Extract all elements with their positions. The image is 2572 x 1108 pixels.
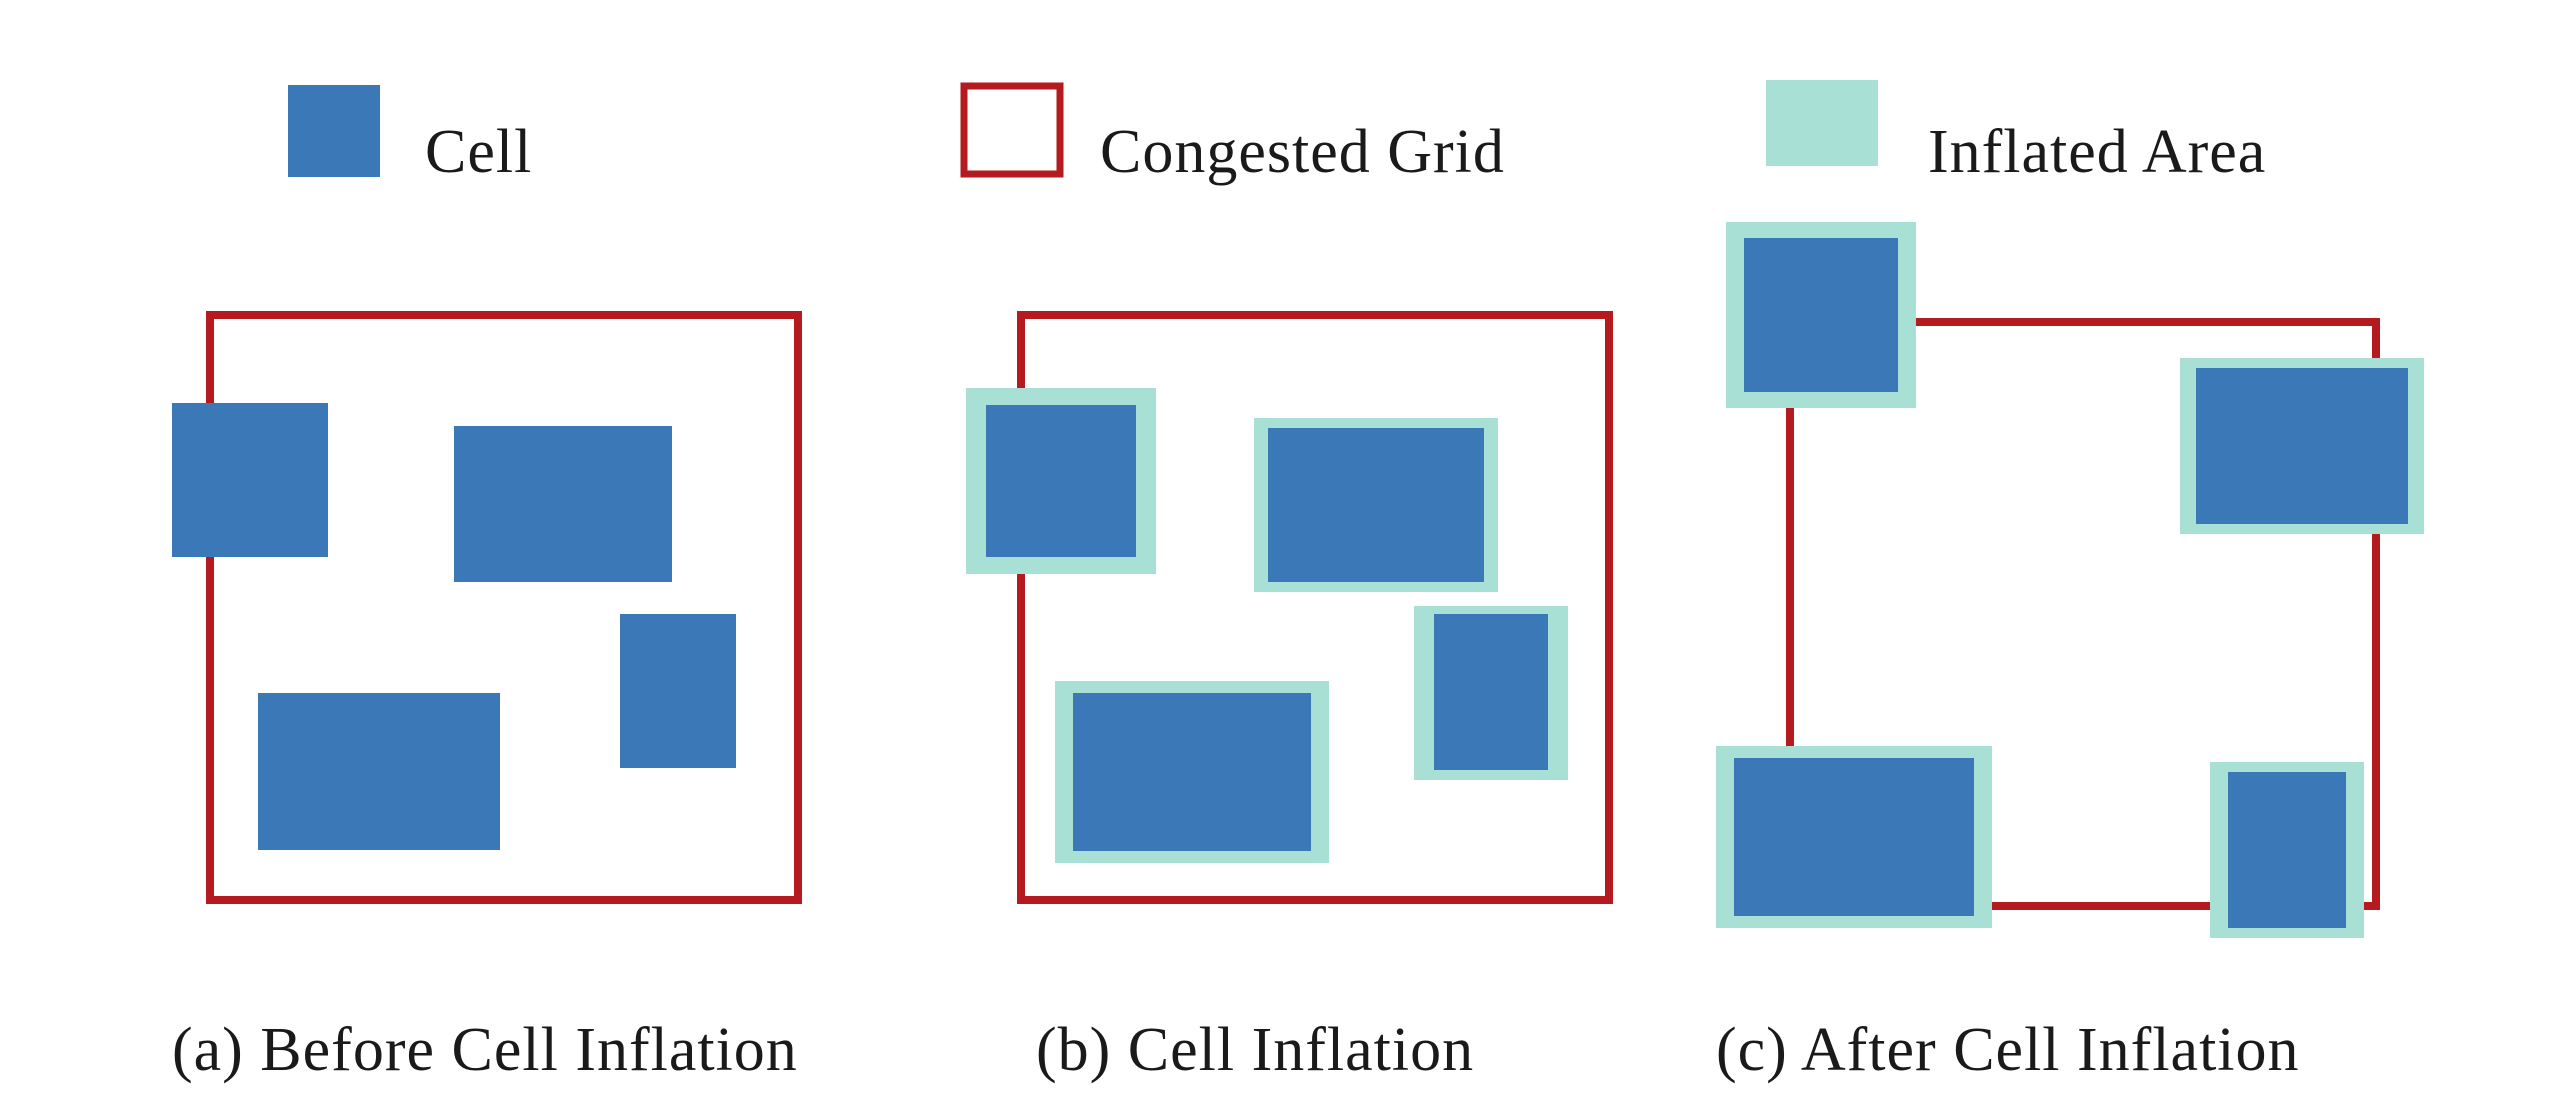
- caption-b: (b) Cell Inflation: [1036, 1016, 1474, 1084]
- legend-cell-label: Cell: [425, 118, 532, 186]
- caption-a: (a) Before Cell Inflation: [172, 1016, 798, 1084]
- congested-grid-a: [206, 311, 802, 904]
- cell-c-4: [2228, 772, 2346, 928]
- congested-grid-c: [1786, 318, 2380, 910]
- legend-cell-swatch: [288, 85, 380, 177]
- cell-b-4: [1073, 693, 1311, 851]
- panel-a-before-inflation: [172, 311, 802, 904]
- cell-a-3: [620, 614, 736, 768]
- legend-inflated-area-swatch: [1766, 80, 1878, 166]
- legend-congested-grid-label: Congested Grid: [1100, 118, 1505, 186]
- congested-grid-b: [1017, 311, 1613, 904]
- cell-a-4: [258, 693, 500, 850]
- cell-c-1: [1744, 238, 1898, 392]
- cell-c-2: [2196, 368, 2408, 524]
- cell-a-1: [172, 403, 328, 557]
- legend-congested-grid-swatch: [960, 82, 1064, 178]
- cell-c-3: [1734, 758, 1974, 916]
- legend: Cell Congested Grid Inflated Area: [288, 80, 2266, 186]
- cell-b-1: [986, 405, 1136, 557]
- legend-inflated-area-label: Inflated Area: [1928, 118, 2266, 186]
- cell-b-3: [1434, 614, 1548, 770]
- cell-b-2: [1268, 428, 1484, 582]
- captions: (a) Before Cell Inflation (b) Cell Infla…: [172, 1016, 2300, 1084]
- panel-b-cell-inflation: [966, 311, 1613, 904]
- cell-a-2: [454, 426, 672, 582]
- panel-c-after-inflation: [1716, 222, 2424, 938]
- caption-c: (c) After Cell Inflation: [1716, 1016, 2300, 1084]
